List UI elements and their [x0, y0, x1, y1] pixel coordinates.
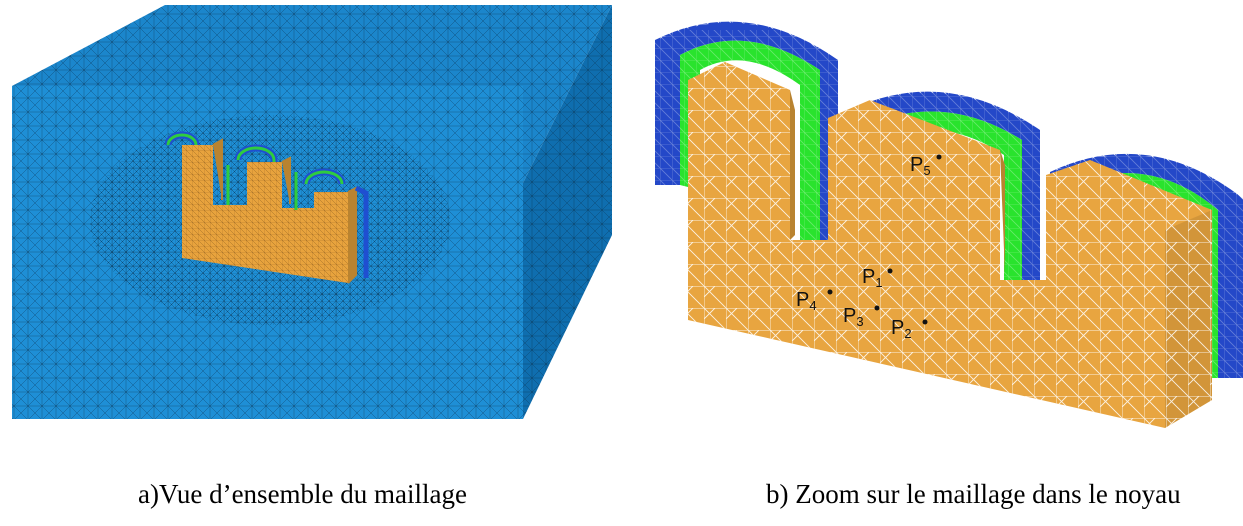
probe-points: P1 P2 P3 P4 P5	[796, 154, 942, 341]
point-p5: P5	[910, 154, 942, 178]
point-p3-marker	[874, 305, 880, 311]
point-p5-label: P5	[910, 154, 931, 178]
point-p1-marker	[887, 268, 893, 274]
point-p2: P2	[891, 317, 928, 341]
caption-panel-b: b) Zoom sur le maillage dans le noyau	[766, 479, 1181, 509]
core-section	[164, 131, 369, 284]
point-p3-label: P3	[843, 305, 864, 329]
point-p2-marker	[922, 319, 928, 325]
panel-a-mesh-overview	[12, 5, 612, 419]
point-p4-marker	[827, 289, 833, 295]
point-p3: P3	[843, 305, 880, 329]
panel-b-core-zoom: P1 P2 P3 P4 P5	[654, 20, 1243, 428]
point-p4-label: P4	[796, 289, 817, 313]
magnetic-core	[688, 62, 1212, 428]
point-p1-label: P1	[862, 266, 883, 290]
point-p2-label: P2	[891, 317, 912, 341]
point-p4: P4	[796, 289, 833, 313]
caption-panel-a: a)Vue d’ensemble du maillage	[138, 479, 467, 509]
point-p5-marker	[936, 154, 942, 160]
point-p1: P1	[862, 266, 893, 290]
